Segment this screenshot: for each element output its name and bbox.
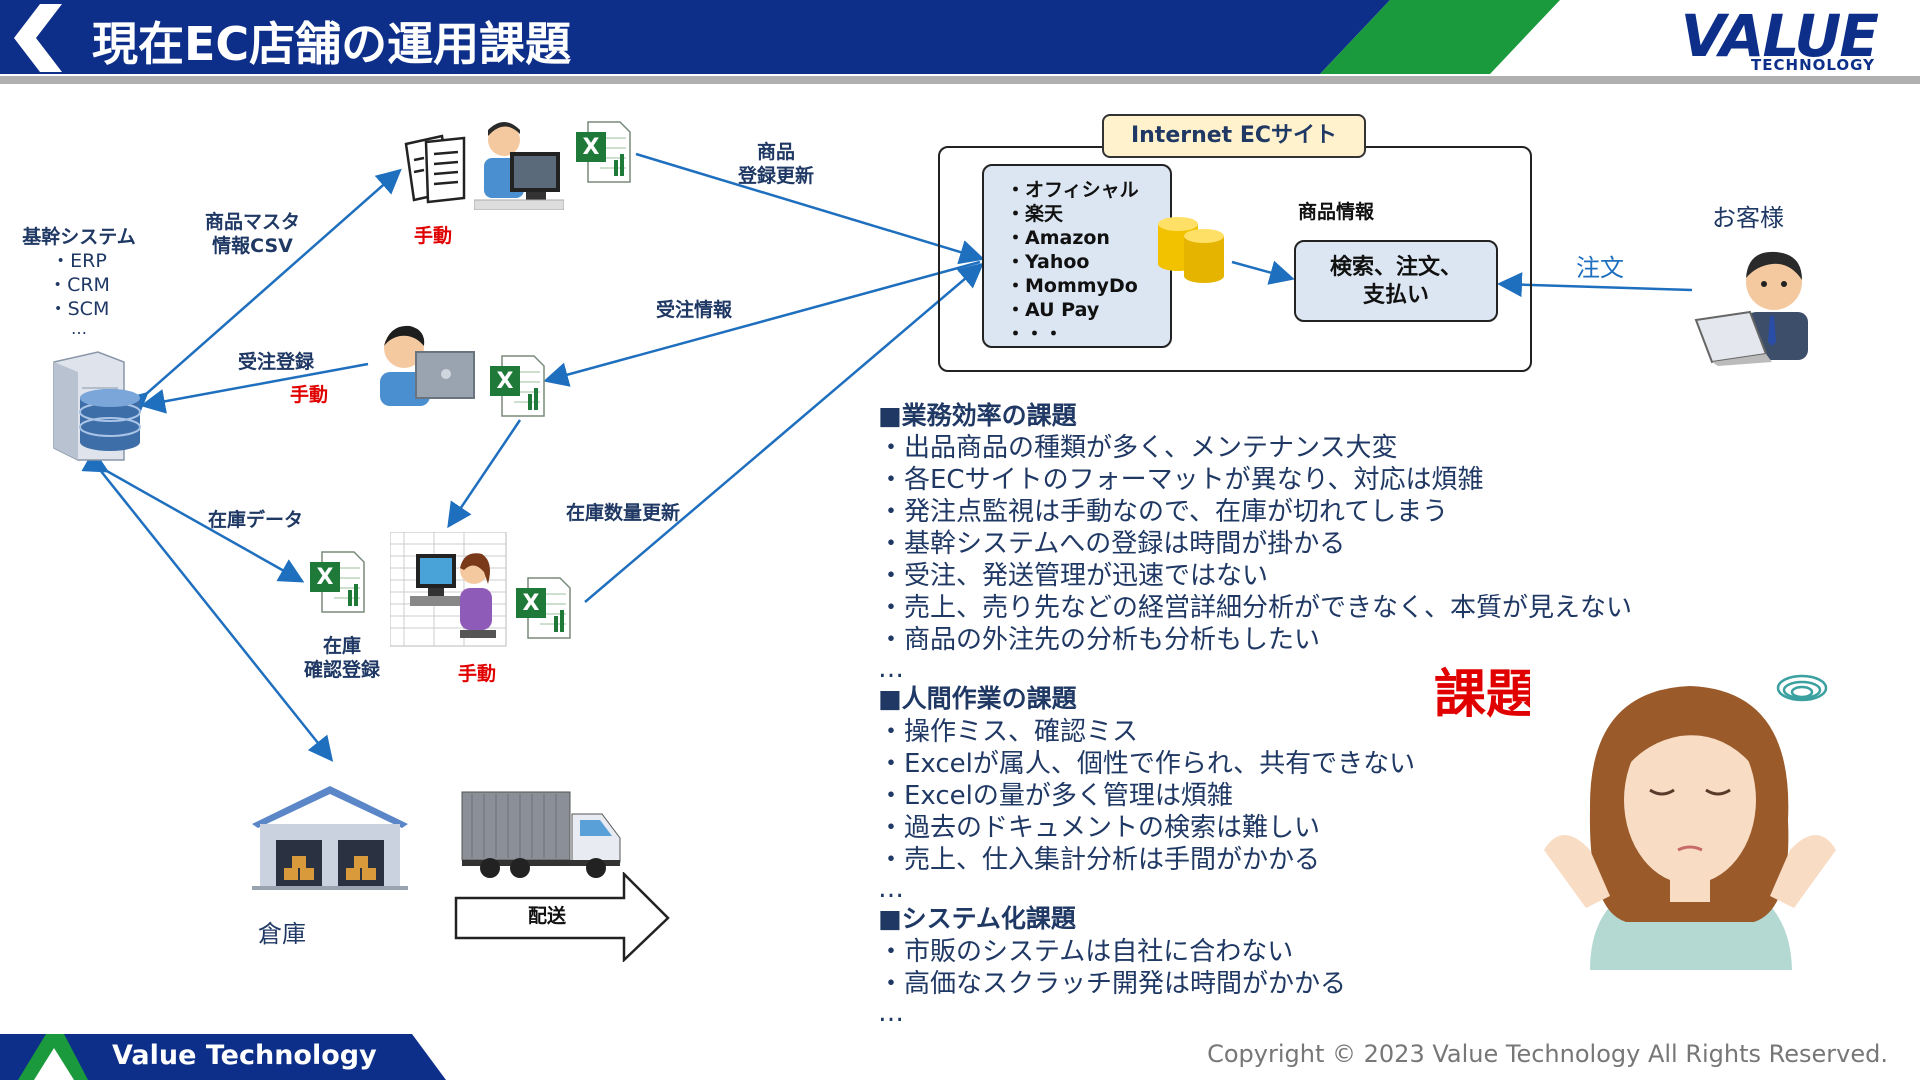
document-icon [404, 134, 466, 204]
ec-site-item: ・・・ [1006, 323, 1064, 345]
issue-item: ・売上、仕入集計分析は手間がかかる [878, 845, 1321, 875]
ec-site-item: ・オフィシャル [1006, 179, 1139, 201]
label-warehouse: 倉庫 [258, 920, 306, 948]
ec-site-list: ・オフィシャル ・楽天 ・Amazon ・Yahoo ・MommyDo ・AU … [982, 164, 1172, 348]
header-shapes [0, 0, 1920, 84]
issue-section-heading: ■人間作業の課題 [878, 684, 1077, 713]
svg-text:X: X [497, 369, 514, 394]
issue-keyword: 課題 [1434, 665, 1539, 725]
issue-item: … [878, 998, 904, 1028]
issue-item: ・高価なスクラッチ開発は時間がかかる [878, 969, 1347, 999]
label-manual: 手動 [290, 384, 329, 406]
excel-file-icon: X [516, 577, 571, 639]
delivery-truck-icon [461, 791, 621, 878]
server-database-icon [53, 351, 141, 461]
excel-file-icon: X [576, 121, 631, 183]
label-manual: 手動 [414, 225, 453, 247]
ec-site-title: Internet ECサイト [1102, 114, 1366, 158]
customer-laptop-icon [1694, 251, 1808, 366]
brand-logo-sub: TECHNOLOGY [1751, 56, 1875, 74]
delivery-arrow-icon [454, 872, 670, 962]
svg-text:X: X [523, 591, 540, 616]
core-system-item: ・CRM [48, 274, 110, 296]
issue-item: … [878, 874, 904, 904]
core-system-label: 基幹システム ・ERP ・CRM ・SCM … [14, 222, 144, 337]
excel-file-icon: X [310, 551, 365, 613]
core-system-item: ・ERP [51, 250, 107, 272]
label-stock-confirm-line: 確認登録 [304, 659, 381, 681]
issue-section-heading: ■業務効率の課題 [878, 401, 1077, 430]
label-order-info: 受注情報 [656, 299, 733, 321]
label-product-reg: 商品 登録更新 [738, 140, 814, 188]
ec-site-item: ・Amazon [1006, 227, 1110, 249]
issue-item: ・発注点監視は手動なので、在庫が切れてしまう [878, 497, 1449, 527]
footer-brand: Value Technology [112, 1040, 377, 1071]
database-cylinders-icon [1158, 217, 1224, 283]
spreadsheet-worker-icon [390, 532, 507, 647]
label-stock-confirm-line: 在庫 [323, 635, 362, 657]
label-customer: お客様 [1712, 204, 1784, 232]
svg-text:X: X [583, 135, 600, 160]
issue-item: ・基幹システムへの登録は時間が掛かる [878, 529, 1346, 559]
core-system-item: ・SCM [48, 298, 110, 320]
label-master-csv-line: 商品マスタ [205, 211, 301, 233]
core-system-item: … [71, 319, 87, 338]
ec-functions-box: 検索、注文、 支払い [1294, 240, 1498, 322]
worker-computer-icon [474, 122, 564, 210]
issue-item: ・出品商品の種類が多く、メンテナンス大変 [878, 433, 1398, 463]
ec-site-item: ・MommyDo [1006, 275, 1138, 297]
worker-laptop-icon [380, 325, 475, 406]
ec-site-item: ・Yahoo [1006, 251, 1090, 273]
label-stock-confirm: 在庫 確認登録 [304, 634, 380, 682]
issue-item: … [878, 654, 904, 684]
header-bar: 現在EC店舗の運用課題 VALUE TECHNOLOGY [0, 0, 1920, 84]
issue-item: ・過去のドキュメントの検索は難しい [878, 813, 1321, 843]
ec-site-item: ・楽天 [1006, 203, 1064, 225]
label-product-info: 商品情報 [1298, 201, 1375, 223]
label-manual: 手動 [458, 663, 497, 685]
core-system-title: 基幹システム [22, 226, 136, 248]
issue-item: ・商品の外注先の分析も分析もしたい [878, 625, 1321, 655]
brand-logo-text: VALUE [1680, 2, 1879, 70]
svg-text:X: X [317, 565, 334, 590]
label-master-csv-line: 情報CSV [212, 235, 293, 257]
label-product-reg-line: 登録更新 [738, 165, 815, 187]
issue-item: ・受注、発送管理が迅速ではない [878, 561, 1269, 591]
label-order: 注文 [1576, 254, 1624, 282]
footer-copyright: Copyright © 2023 Value Technology All Ri… [1207, 1040, 1888, 1068]
issue-item: ・操作ミス、確認ミス [878, 717, 1139, 747]
worried-woman-icon [1530, 660, 1852, 970]
excel-file-icon: X [490, 355, 545, 417]
issue-item: ・各ECサイトのフォーマットが異なり、対応は煩雑 [878, 465, 1484, 495]
ec-function-line: 支払い [1362, 283, 1429, 308]
label-stock-data: 在庫データ [208, 509, 304, 531]
chevron-left-icon [14, 4, 62, 72]
page-title: 現在EC店舗の運用課題 [92, 17, 572, 71]
issue-item: ・Excelが属人、個性で作られ、共有できない [878, 749, 1416, 779]
label-product-reg-line: 商品 [757, 141, 796, 163]
issues-list: ■業務効率の課題 ・出品商品の種類が多く、メンテナンス大変 ・各ECサイトのフォ… [878, 400, 1632, 1026]
label-delivery: 配送 [528, 905, 567, 927]
issue-item: ・Excelの量が多く管理は煩雑 [878, 781, 1233, 811]
label-order-reg: 受注登録 [238, 351, 315, 373]
warehouse-icon [252, 786, 408, 890]
ec-function-line: 検索、注文、 [1329, 255, 1462, 280]
footer-brand-bar [0, 1034, 446, 1080]
brand-logo: VALUE TECHNOLOGY [1598, 2, 1883, 74]
issue-item: ・市販のシステムは自社に合わない [878, 937, 1294, 967]
issue-item: ・売上、売り先などの経営詳細分析ができなく、本質が見えない [878, 593, 1633, 623]
ec-site-item: ・AU Pay [1006, 299, 1100, 321]
issue-section-heading: ■システム化課題 [878, 904, 1076, 933]
label-master-csv: 商品マスタ 情報CSV [205, 210, 300, 258]
label-stock-update: 在庫数量更新 [566, 502, 681, 524]
